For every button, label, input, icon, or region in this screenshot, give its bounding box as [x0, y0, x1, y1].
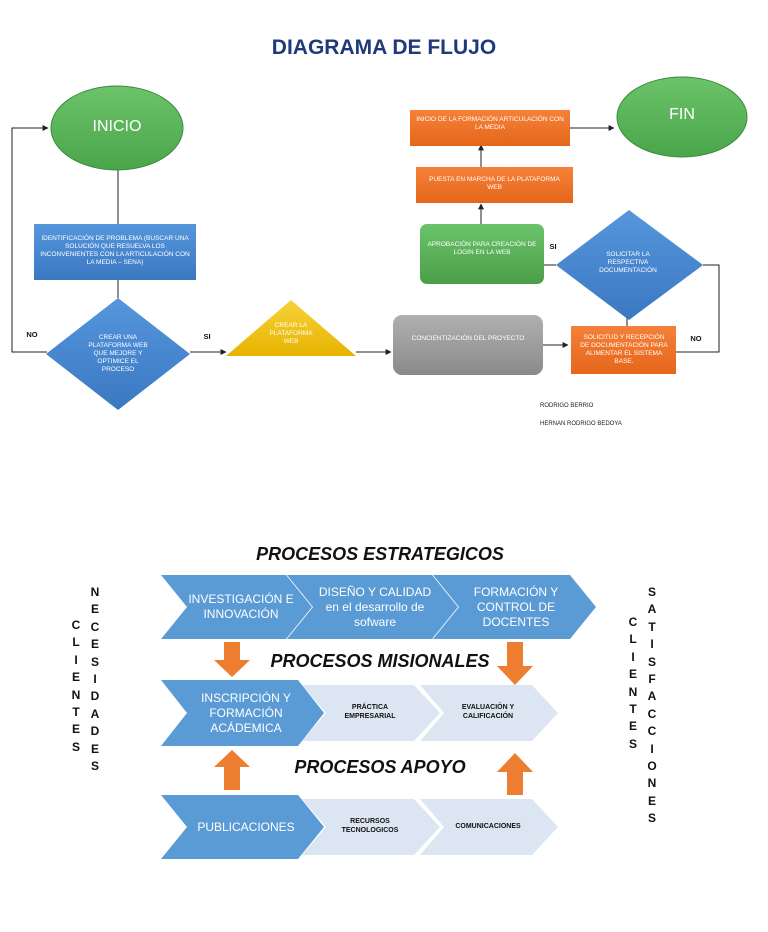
- puesta-box: [416, 167, 573, 203]
- chevron-comunicaciones-label: COMUNICACIONES: [455, 822, 521, 830]
- identificacion-box: [34, 224, 196, 280]
- no-left-label: NO: [26, 330, 38, 340]
- chevron-publicaciones: [161, 795, 324, 859]
- crear-la-plataforma-label: CREAR LA PLATAFORMA WEB: [269, 321, 313, 346]
- puesta-label: PUESTA EN MARCHA DE LA PLATAFORMA WEB: [429, 175, 560, 191]
- author-1: RODRIGO BERRIO: [540, 403, 594, 410]
- row3-chevrons: [161, 795, 558, 859]
- aprobacion-label: APROBACIÓN PARA CREACIÓN DE LOGIN EN LA …: [427, 240, 537, 256]
- down-arrow-right: [497, 642, 533, 685]
- chevron-recursos: [302, 799, 440, 855]
- crear-plataforma-diamond: [46, 298, 190, 410]
- chevron-publicaciones-label: PUBLICACIONES: [197, 819, 295, 834]
- chevron-investigacion: [161, 575, 312, 639]
- up-arrow-right: [497, 753, 533, 795]
- chevron-practica: [302, 685, 440, 741]
- solicitar-diamond: [556, 210, 703, 320]
- chevron-evaluacion-label: EVALUACIÓN Y CALIFICACIÓN: [461, 704, 515, 720]
- aprobacion-box: [420, 224, 544, 284]
- chevron-inscripcion-label: INSCRIPCIÓN Y FORMACIÓN ACÁDEMICA: [201, 690, 291, 735]
- crear-la-plataforma-triangle: [226, 300, 356, 356]
- procesos-apoyo-heading: PROCESOS APOYO: [294, 757, 466, 777]
- chevron-inscripcion: [161, 680, 324, 746]
- chevron-formacion-label: FORMACIÓN Y CONTROL DE DOCENTES: [473, 584, 559, 629]
- concientizacion-box: [393, 315, 543, 375]
- inicio-oval: [50, 85, 184, 171]
- procesos-estrategicos-heading: PROCESOS ESTRATEGICOS: [256, 544, 504, 564]
- inicio-formacion-label: INICIO DE LA FORMACIÓN ARTICULACIÓN CON …: [416, 115, 564, 131]
- crear-plataforma-label: CREAR UNA PLATAFORMA WEB QUE MEJORE Y OP…: [88, 333, 148, 374]
- diagram-title: DIAGRAMA DE FLUJO: [271, 36, 497, 59]
- identificacion-label: IDENTIFICACIÓN DE PROBLEMA (BUSCAR UNA S…: [40, 234, 190, 267]
- fin-oval: [616, 76, 748, 158]
- solicitud-box: [571, 326, 676, 374]
- chevron-investigacion-label: INVESTIGACIÓN E INNOVACIÓN: [188, 592, 294, 621]
- si-left-label: SI: [203, 332, 211, 342]
- inicio-formacion-box: [410, 110, 570, 146]
- chevron-formacion: [433, 575, 596, 639]
- si-right-label: SI: [549, 242, 557, 252]
- flow-connectors: [11, 125, 720, 355]
- solicitar-label: SOLICITAR LA RESPECTIVA DOCUMENTACIÓN: [599, 250, 657, 275]
- row1-chevrons: [161, 575, 596, 639]
- fin-label: FIN: [669, 106, 695, 123]
- solicitud-label: SOLICITUD Y RECEPCIÓN DE DOCUMENTACIÓN P…: [580, 333, 668, 366]
- chevron-comunicaciones: [420, 799, 558, 855]
- chevron-practica-label: PRÁCTICA EMPRESARIAL: [344, 704, 396, 720]
- no-right-label: NO: [690, 334, 702, 344]
- procesos-misionales-heading: PROCESOS MISIONALES: [270, 651, 490, 671]
- concientizacion-label: CONCIENTIZACIÓN DEL PROYECTO: [411, 334, 525, 342]
- author-2: HERNAN RODRIGO BEDOYA: [540, 421, 622, 428]
- chevron-evaluacion: [420, 685, 558, 741]
- inicio-label: INICIO: [92, 118, 142, 135]
- down-arrow-left: [214, 642, 250, 677]
- chevron-diseno: [287, 575, 458, 639]
- up-arrow-left: [214, 750, 250, 790]
- chevron-recursos-label: RECURSOS TECNOLOGICOS: [341, 818, 399, 834]
- chevron-diseno-label: DISEÑO Y CALIDAD en el desarrollo de sof…: [318, 584, 432, 629]
- row2-chevrons: [161, 680, 558, 746]
